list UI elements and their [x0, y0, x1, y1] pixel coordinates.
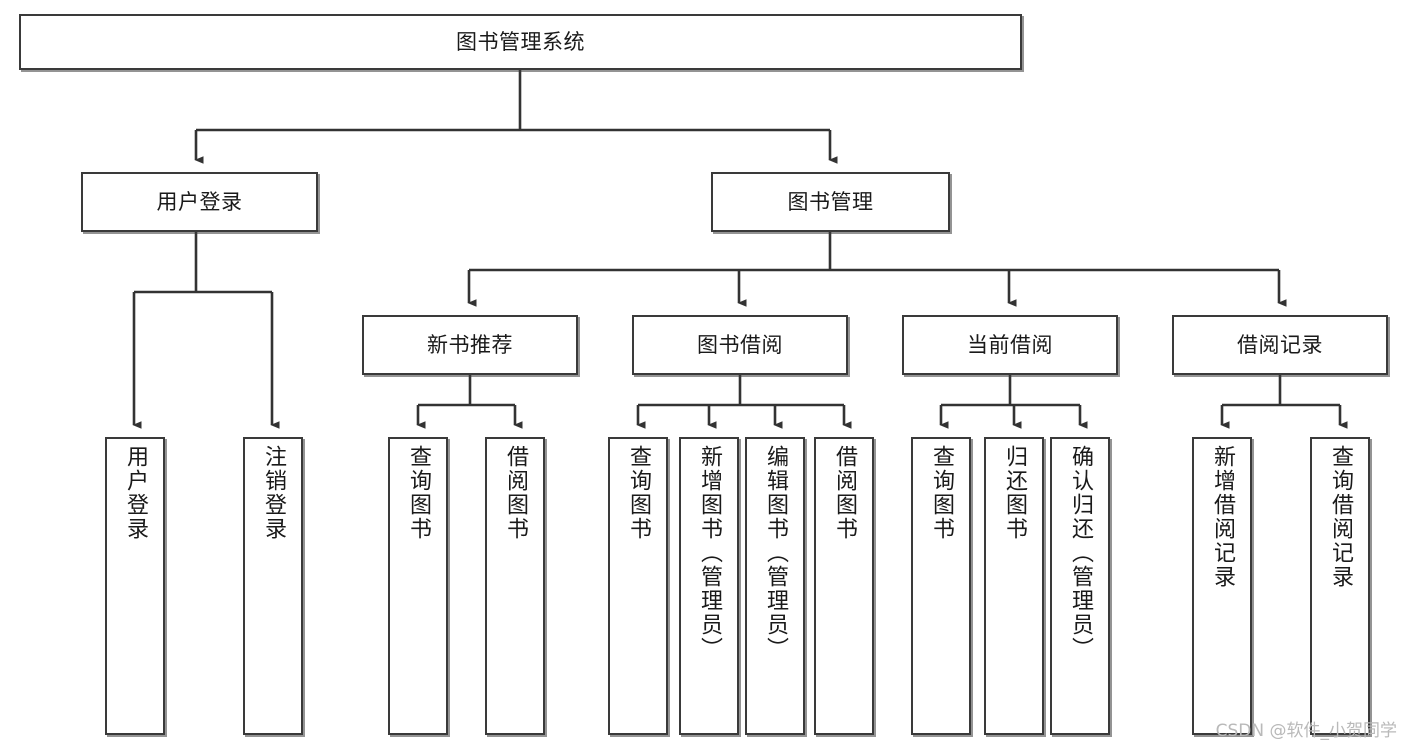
leaf-query-books-borrow[interactable]: 查询图书: [608, 437, 668, 735]
watermark: CSDN @软件_小贺同学: [1215, 721, 1397, 741]
leaf-query-borrow-record[interactable]: 查询借阅记录: [1310, 437, 1370, 735]
leaf-add-book-admin-label: 新增图书（管理员）: [697, 445, 722, 661]
node-book-borrow-label: 图书借阅: [697, 332, 783, 357]
leaf-query-books-new[interactable]: 查询图书: [388, 437, 448, 735]
leaf-user-login-label: 用户登录: [123, 445, 148, 541]
node-new-book-recommend[interactable]: 新书推荐: [362, 315, 578, 375]
leaf-query-books-current-label: 查询图书: [929, 445, 954, 541]
node-borrow-records[interactable]: 借阅记录: [1172, 315, 1388, 375]
node-current-borrow-label: 当前借阅: [967, 332, 1053, 357]
leaf-return-books[interactable]: 归还图书: [984, 437, 1044, 735]
leaf-logout-label: 注销登录: [261, 445, 286, 541]
leaf-add-borrow-record-label: 新增借阅记录: [1210, 445, 1235, 589]
leaf-query-books-new-label: 查询图书: [406, 445, 431, 541]
leaf-borrow-books-borrow-label: 借阅图书: [832, 445, 857, 541]
node-root[interactable]: 图书管理系统: [19, 14, 1022, 70]
leaf-add-book-admin[interactable]: 新增图书（管理员）: [679, 437, 739, 735]
leaf-query-books-current[interactable]: 查询图书: [911, 437, 971, 735]
node-book-borrow[interactable]: 图书借阅: [632, 315, 848, 375]
leaf-edit-book-admin[interactable]: 编辑图书（管理员）: [745, 437, 805, 735]
node-user-login[interactable]: 用户登录: [81, 172, 318, 232]
node-current-borrow[interactable]: 当前借阅: [902, 315, 1118, 375]
leaf-add-borrow-record[interactable]: 新增借阅记录: [1192, 437, 1252, 735]
node-root-label: 图书管理系统: [456, 29, 585, 54]
node-book-management[interactable]: 图书管理: [711, 172, 950, 232]
leaf-user-login[interactable]: 用户登录: [105, 437, 165, 735]
leaf-confirm-return-admin[interactable]: 确认归还（管理员）: [1050, 437, 1110, 735]
leaf-query-books-borrow-label: 查询图书: [626, 445, 651, 541]
leaf-edit-book-admin-label: 编辑图书（管理员）: [763, 445, 788, 661]
leaf-return-books-label: 归还图书: [1002, 445, 1027, 541]
leaf-borrow-books-borrow[interactable]: 借阅图书: [814, 437, 874, 735]
leaf-borrow-books-new-label: 借阅图书: [503, 445, 528, 541]
leaf-logout[interactable]: 注销登录: [243, 437, 303, 735]
leaf-query-borrow-record-label: 查询借阅记录: [1328, 445, 1353, 589]
node-user-login-label: 用户登录: [156, 189, 243, 214]
node-borrow-records-label: 借阅记录: [1237, 332, 1323, 357]
node-book-management-label: 图书管理: [787, 189, 874, 214]
node-new-book-recommend-label: 新书推荐: [427, 332, 513, 357]
leaf-confirm-return-admin-label: 确认归还（管理员）: [1068, 445, 1093, 661]
leaf-borrow-books-new[interactable]: 借阅图书: [485, 437, 545, 735]
